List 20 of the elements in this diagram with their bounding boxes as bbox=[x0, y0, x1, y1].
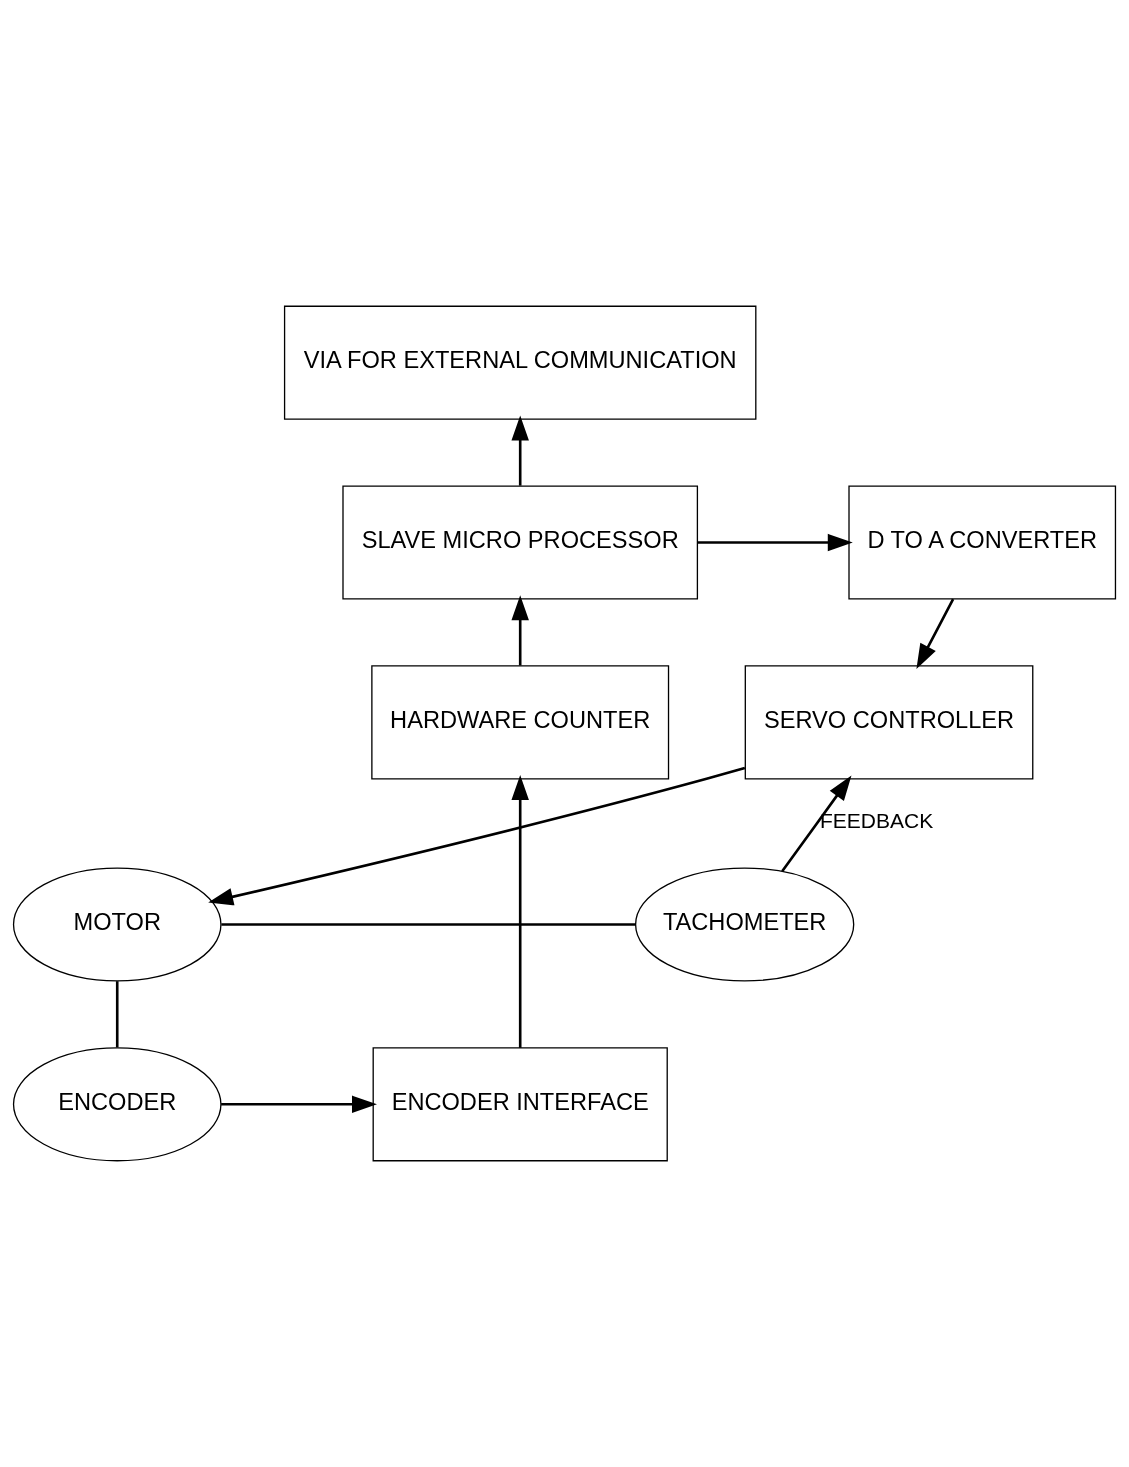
connector bbox=[221, 923, 636, 926]
node-box: HARDWARE COUNTER bbox=[371, 665, 670, 780]
node-box: SERVO CONTROLLER bbox=[744, 665, 1034, 780]
node-ellipse: ENCODER bbox=[12, 1047, 222, 1162]
arrow bbox=[511, 774, 529, 1048]
node-box: SLAVE MICRO PROCESSOR bbox=[342, 485, 699, 600]
connector bbox=[115, 981, 119, 1048]
arrow bbox=[781, 775, 852, 873]
node-box: D TO A CONVERTER bbox=[848, 485, 1117, 600]
arrow bbox=[221, 1095, 377, 1114]
arrow bbox=[916, 598, 955, 669]
node-box: VIA FOR EXTERNAL COMMUNICATION bbox=[283, 305, 757, 420]
node-ellipse: MOTOR bbox=[12, 867, 222, 982]
arrow bbox=[511, 595, 529, 666]
edge-label: FEEDBACK bbox=[819, 809, 934, 833]
arrow bbox=[697, 533, 853, 552]
node-ellipse: TACHOMETER bbox=[634, 867, 855, 982]
node-box: ENCODER INTERFACE bbox=[372, 1047, 668, 1162]
arrow bbox=[208, 766, 746, 906]
arrow bbox=[511, 415, 529, 486]
